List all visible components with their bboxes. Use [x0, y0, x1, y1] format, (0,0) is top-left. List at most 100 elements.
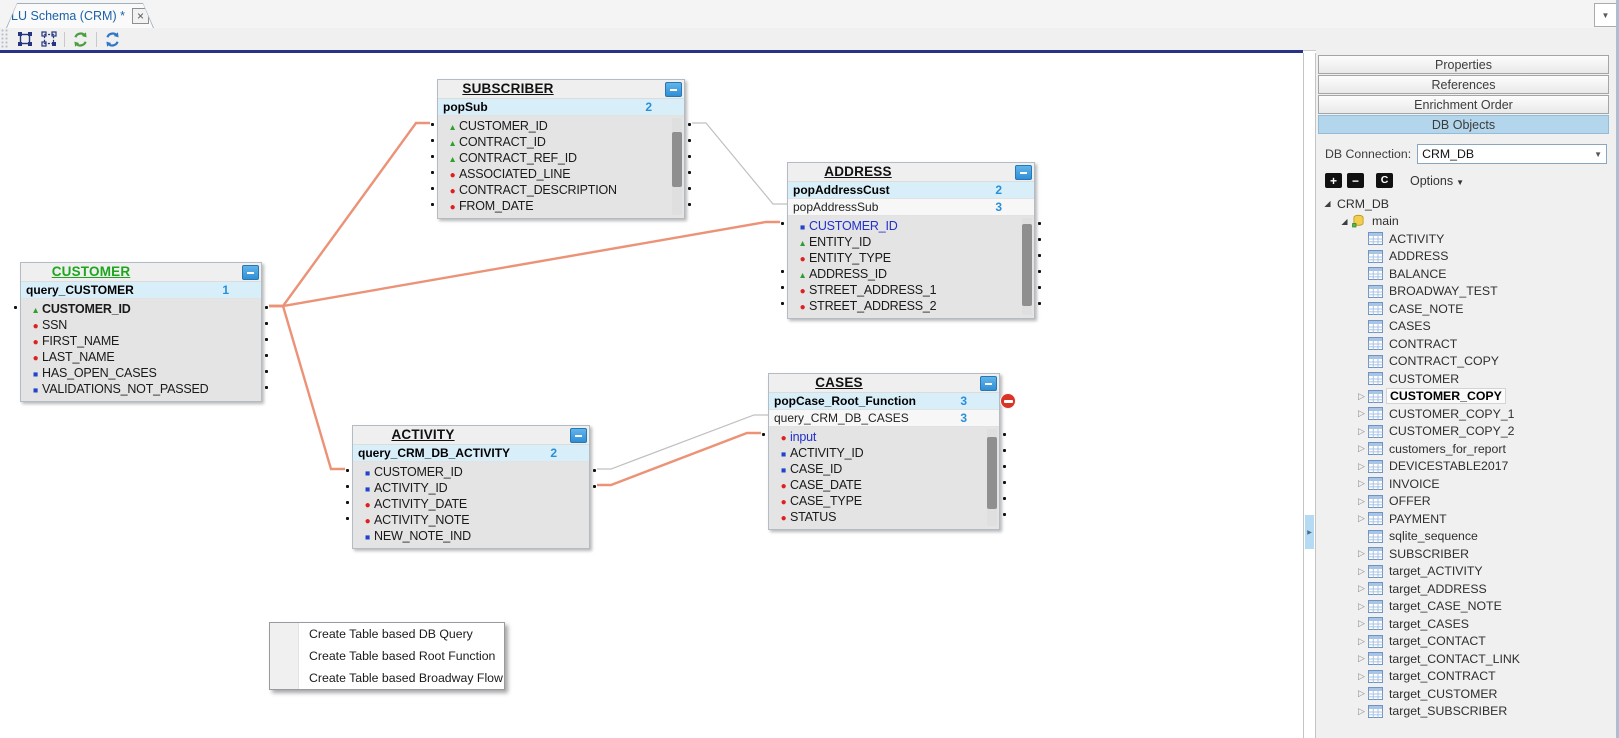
relation-line[interactable] — [269, 220, 780, 308]
collapsed-arrow-icon[interactable]: ▷ — [1358, 618, 1365, 629]
collapsed-arrow-icon[interactable]: ▷ — [1358, 583, 1365, 594]
panel-section-properties[interactable]: Properties — [1318, 55, 1609, 74]
tree-item-ADDRESS[interactable]: ADDRESS — [1316, 248, 1616, 266]
field-row[interactable]: ●STATUS — [769, 509, 999, 525]
collapse-table-button[interactable] — [242, 265, 259, 280]
splitter-collapse-handle[interactable]: ▶ — [1305, 515, 1314, 549]
tree-item-BALANCE[interactable]: BALANCE — [1316, 265, 1616, 283]
tree-item-target_CONTACT_LINK[interactable]: ▷target_CONTACT_LINK — [1316, 650, 1616, 668]
collapsed-arrow-icon[interactable]: ▷ — [1358, 548, 1365, 559]
field-row[interactable]: ●STREET_ADDRESS_2 — [788, 298, 1034, 314]
collapsed-arrow-icon[interactable]: ▷ — [1358, 408, 1365, 419]
db-connection-select[interactable]: CRM_DB ▼ — [1417, 144, 1607, 164]
collapsed-arrow-icon[interactable]: ▷ — [1358, 443, 1365, 454]
tree-item-CUSTOMER[interactable]: CUSTOMER — [1316, 370, 1616, 388]
panel-section-enrichment-order[interactable]: Enrichment Order — [1318, 95, 1609, 114]
tree-item-target_CUSTOMER[interactable]: ▷target_CUSTOMER — [1316, 685, 1616, 703]
field-row[interactable]: ●FROM_DATE — [438, 198, 684, 214]
field-row[interactable]: ●ENTITY_TYPE — [788, 250, 1034, 266]
field-row[interactable]: ●ASSOCIATED_LINE — [438, 166, 684, 182]
tree-item-CONTRACT[interactable]: CONTRACT — [1316, 335, 1616, 353]
context-menu-item[interactable]: Create Table based Broadway Flow — [309, 671, 503, 685]
field-row[interactable]: ●CASE_TYPE — [769, 493, 999, 509]
panel-section-references[interactable]: References — [1318, 75, 1609, 94]
tab-lu-schema[interactable]: LU Schema (CRM) * × — [6, 3, 154, 28]
tree-item-CUSTOMER_COPY_2[interactable]: ▷CUSTOMER_COPY_2 — [1316, 423, 1616, 441]
tab-close-icon[interactable]: × — [132, 8, 149, 24]
tree-item-sqlite_sequence[interactable]: sqlite_sequence — [1316, 528, 1616, 546]
relation-line[interactable] — [269, 121, 430, 308]
field-row[interactable]: ●STREET_ADDRESS_1 — [788, 282, 1034, 298]
reload-objects-button[interactable]: C — [1376, 173, 1393, 188]
field-row[interactable]: ●SSN — [21, 317, 261, 333]
arrange-selection-icon[interactable] — [40, 31, 57, 48]
tree-item-CUSTOMER_COPY_1[interactable]: ▷CUSTOMER_COPY_1 — [1316, 405, 1616, 423]
field-row[interactable]: ■VALIDATIONS_NOT_PASSED — [21, 381, 261, 397]
tree-item-target_CASE_NOTE[interactable]: ▷target_CASE_NOTE — [1316, 598, 1616, 616]
field-row[interactable]: ▲CONTRACT_ID — [438, 134, 684, 150]
field-row[interactable]: ●ACTIVITY_DATE — [353, 496, 589, 512]
collapsed-arrow-icon[interactable]: ▷ — [1358, 460, 1365, 471]
field-row[interactable]: ▲CUSTOMER_ID — [21, 301, 261, 317]
tree-item-SUBSCRIBER[interactable]: ▷SUBSCRIBER — [1316, 545, 1616, 563]
collapse-table-button[interactable] — [570, 428, 587, 443]
tree-item-INVOICE[interactable]: ▷INVOICE — [1316, 475, 1616, 493]
field-row[interactable]: ■ACTIVITY_ID — [769, 445, 999, 461]
options-menu-button[interactable]: Options▼ — [1410, 173, 1465, 188]
field-row[interactable]: ▲CUSTOMER_ID — [438, 118, 684, 134]
tree-item-PAYMENT[interactable]: ▷PAYMENT — [1316, 510, 1616, 528]
field-row[interactable]: ●CONTRACT_DESCRIPTION — [438, 182, 684, 198]
collapsed-arrow-icon[interactable]: ▷ — [1358, 653, 1365, 664]
collapsed-arrow-icon[interactable]: ▷ — [1358, 670, 1365, 681]
field-row[interactable]: ●FIRST_NAME — [21, 333, 261, 349]
collapsed-arrow-icon[interactable]: ▷ — [1358, 425, 1365, 436]
tree-item-CASES[interactable]: CASES — [1316, 318, 1616, 336]
tree-item-CUSTOMER_COPY[interactable]: ▷CUSTOMER_COPY — [1316, 388, 1616, 406]
tree-item-target_SUBSCRIBER[interactable]: ▷target_SUBSCRIBER — [1316, 703, 1616, 721]
expanded-arrow-icon[interactable]: ◢ — [1324, 199, 1331, 209]
collapse-table-button[interactable] — [665, 82, 682, 97]
field-row[interactable]: ●LAST_NAME — [21, 349, 261, 365]
tree-item-DEVICESTABLE2017[interactable]: ▷DEVICESTABLE2017 — [1316, 458, 1616, 476]
toolbar-grip[interactable] — [1, 29, 9, 49]
field-row[interactable]: ■HAS_OPEN_CASES — [21, 365, 261, 381]
tree-item-target_CASES[interactable]: ▷target_CASES — [1316, 615, 1616, 633]
panel-splitter[interactable]: ▶ — [1303, 53, 1316, 738]
field-row[interactable]: ●CASE_DATE — [769, 477, 999, 493]
relation-line[interactable] — [597, 431, 761, 487]
remove-object-button[interactable]: − — [1347, 173, 1364, 188]
collapsed-arrow-icon[interactable]: ▷ — [1358, 513, 1365, 524]
collapsed-arrow-icon[interactable]: ▷ — [1358, 495, 1365, 506]
field-row[interactable]: ●input — [769, 429, 999, 445]
tree-item-CRM_DB[interactable]: ◢CRM_DB — [1316, 195, 1616, 213]
expanded-arrow-icon[interactable]: ◢ — [1341, 216, 1348, 226]
field-scrollbar-thumb[interactable] — [987, 437, 997, 509]
field-row[interactable]: ■ACTIVITY_ID — [353, 480, 589, 496]
collapsed-arrow-icon[interactable]: ▷ — [1358, 390, 1365, 401]
collapse-table-button[interactable] — [980, 376, 997, 391]
reference-line[interactable] — [597, 414, 768, 470]
tree-item-target_CONTACT[interactable]: ▷target_CONTACT — [1316, 633, 1616, 651]
tree-item-BROADWAY_TEST[interactable]: BROADWAY_TEST — [1316, 283, 1616, 301]
field-scrollbar-thumb[interactable] — [1022, 224, 1032, 306]
window-dropdown-button[interactable]: ▼ — [1594, 3, 1617, 27]
tree-item-customers_for_report[interactable]: ▷customers_for_report — [1316, 440, 1616, 458]
tree-item-target_CONTRACT[interactable]: ▷target_CONTRACT — [1316, 668, 1616, 686]
tree-item-CASE_NOTE[interactable]: CASE_NOTE — [1316, 300, 1616, 318]
field-row[interactable]: ●ACTIVITY_NOTE — [353, 512, 589, 528]
collapsed-arrow-icon[interactable]: ▷ — [1358, 705, 1365, 716]
collapse-table-button[interactable] — [1015, 165, 1032, 180]
collapsed-arrow-icon[interactable]: ▷ — [1358, 688, 1365, 699]
field-row[interactable]: ■CUSTOMER_ID — [788, 218, 1034, 234]
field-scrollbar-thumb[interactable] — [672, 132, 682, 187]
